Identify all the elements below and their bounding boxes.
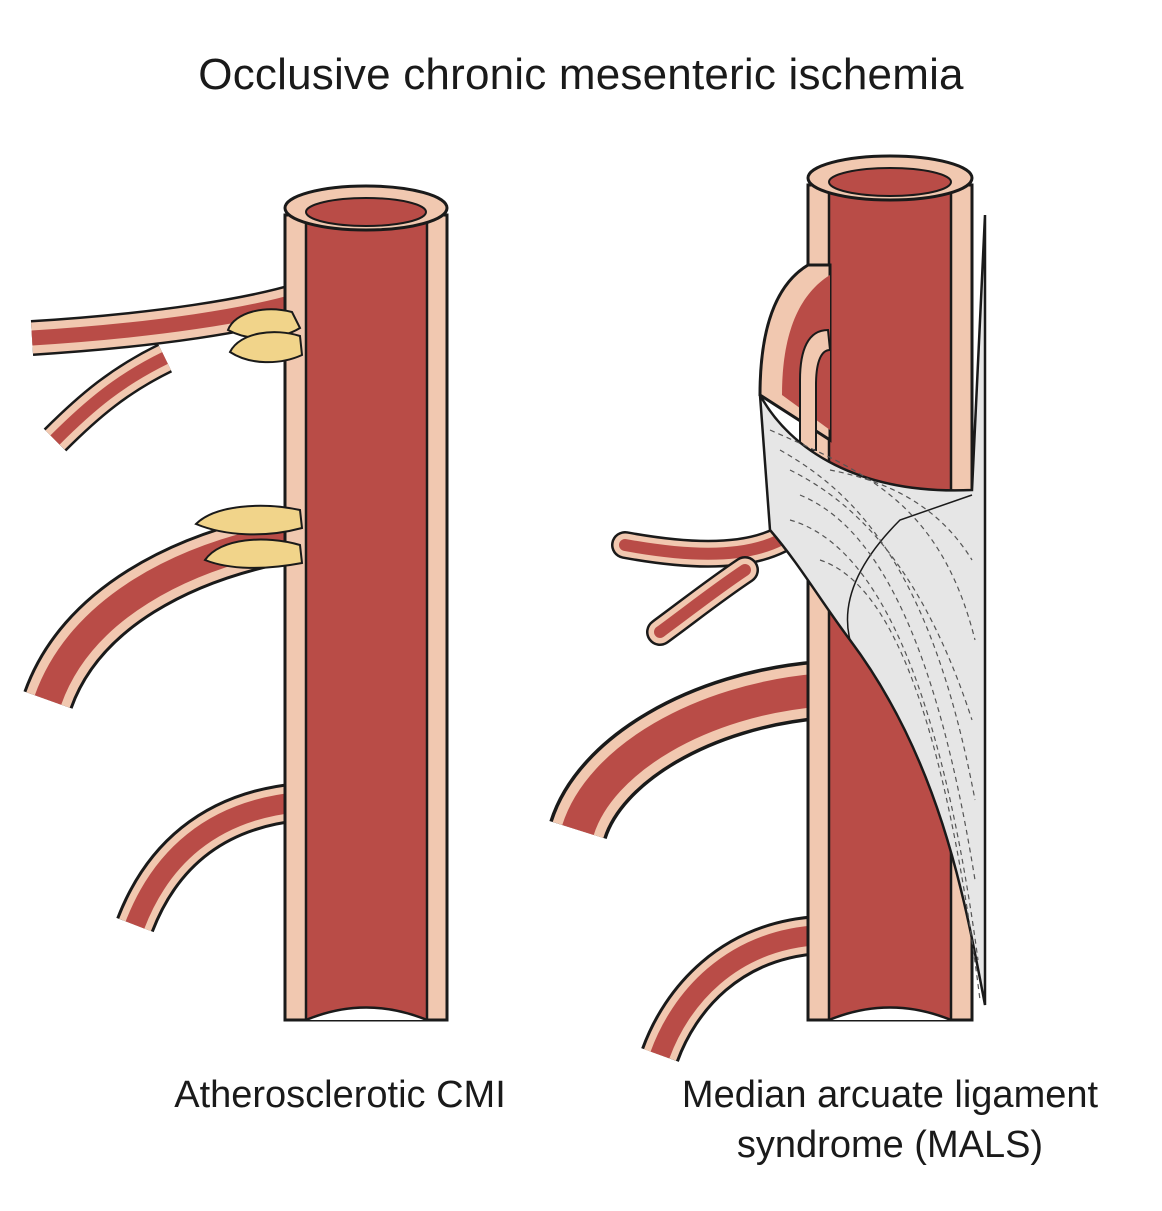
left-ima-branch xyxy=(116,782,303,933)
right-aorta-panel xyxy=(549,154,987,1063)
median-arcuate-ligament xyxy=(758,214,987,1006)
right-ima-branch xyxy=(641,915,822,1063)
left-aorta-panel xyxy=(23,184,449,1022)
caption-atherosclerotic-cmi: Atherosclerotic CMI xyxy=(174,1074,506,1116)
right-celiac-dilatation xyxy=(758,263,832,451)
right-celiac-branch xyxy=(611,526,794,646)
right-sma-branch xyxy=(549,660,823,841)
diagram-title: Occlusive chronic mesenteric ischemia xyxy=(198,50,964,99)
caption-mals: Median arcuate ligament syndrome (MALS) xyxy=(630,1070,1150,1170)
caption-mals-line1: Median arcuate ligament xyxy=(681,1074,1099,1116)
left-celiac-branch xyxy=(30,282,306,452)
left-plaques xyxy=(194,308,304,569)
left-aorta-trunk xyxy=(283,184,449,1022)
caption-mals-line2: syndrome (MALS) xyxy=(736,1124,1044,1166)
